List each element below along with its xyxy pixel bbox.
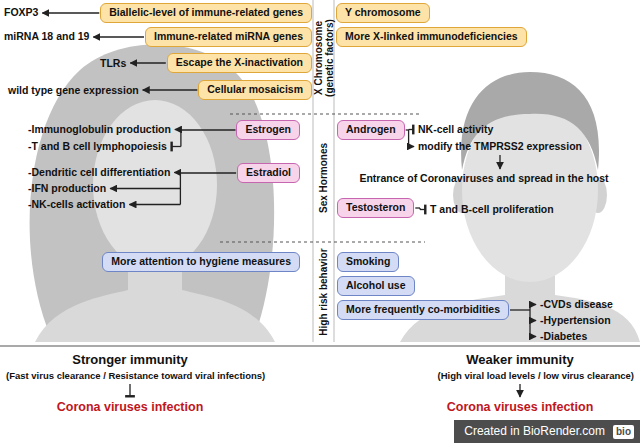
outcome-label: Corona viruses infection (57, 400, 204, 415)
leader-line (499, 155, 500, 169)
leader-line (171, 146, 181, 147)
hormone-box: Testosteron (337, 198, 414, 218)
box-text: Estradiol (246, 166, 291, 178)
leader-line (530, 320, 536, 321)
box-text: Smoking (346, 255, 390, 267)
text-label: -IFN production (28, 182, 106, 195)
text-label: FOXP3 (4, 6, 38, 19)
leader-line (409, 129, 414, 130)
leader-line (129, 384, 130, 397)
text-label: -Diabetes (540, 330, 587, 343)
box-text: Escape the X-inactivation (176, 56, 303, 68)
leader-line (519, 384, 520, 397)
watermark-bar: Created in BioRender.com bio (454, 420, 640, 443)
text-label: (High viral load levels / low virus clea… (438, 370, 634, 382)
behavior-box: More attention to hygiene measures (102, 252, 300, 272)
text-label: (Fast virus clearance / Resistance towar… (6, 370, 265, 382)
box-text: Cellular mosaicism (207, 83, 303, 95)
text-label: -CVDs disease (540, 298, 613, 311)
behavior-box: More frequently co-morbidities (337, 300, 509, 320)
leader-line (93, 36, 144, 37)
box-text: Y chromosome (345, 6, 421, 18)
gene-box: Cellular mosaicism (198, 80, 312, 100)
gene-box: Immune-related miRNA genes (145, 27, 312, 47)
text-label: TLRs (100, 57, 126, 70)
logo-text: bio (613, 425, 634, 439)
box-text: More frequently co-morbidities (346, 303, 500, 315)
text-label: -T and B cell lymphopoiesis (28, 140, 167, 153)
text-label: modify the TMPRSS2 expression (418, 140, 582, 153)
leader-line (130, 204, 181, 205)
box-text: Testosteron (346, 201, 405, 213)
text-label: -Dendritic cell differentiation (28, 166, 170, 179)
hormone-box: Androgen (337, 120, 405, 140)
leader-line (180, 130, 181, 147)
behavior-box: Smoking (337, 252, 399, 272)
leader-line (409, 146, 414, 147)
hormone-box: Estrogen (236, 120, 300, 140)
text-label: wild type gene expression (8, 84, 139, 97)
leader-line (180, 172, 236, 173)
behavior-box: Alcohol use (337, 276, 415, 296)
box-text: More X-linked immunodeficiencies (345, 30, 518, 42)
leader-line (130, 62, 166, 63)
text-label: Stronger immunity (72, 352, 188, 368)
section-label: Sex Hormones (318, 143, 329, 213)
leader-line (530, 336, 536, 337)
text-label: Entrance of Coronaviruses and spread in … (359, 172, 608, 185)
gene-box: More X-linked immunodeficiencies (336, 27, 527, 47)
box-text: Estrogen (245, 123, 291, 135)
text-label: T and B-cell proliferation (430, 203, 554, 216)
text-label: NK-cell activity (418, 123, 493, 136)
text-label: -NK-cells activation (28, 198, 125, 211)
hormone-box: Estradiol (237, 163, 300, 183)
leader-line (530, 304, 536, 305)
text-label: -Immunoglobulin production (28, 123, 171, 136)
box-text: Biallelic-level of immune-related genes (109, 6, 303, 18)
box-text: Alcohol use (346, 279, 406, 291)
leader-line (174, 172, 180, 173)
leader-line (110, 188, 180, 189)
leader-line (415, 207, 420, 208)
section-label: X Chromosome (313, 21, 324, 95)
gene-box: Biallelic-level of immune-related genes (100, 3, 312, 23)
section-label: (genetic factors) (324, 19, 335, 97)
leader-line (42, 12, 99, 13)
leader-line (510, 309, 530, 310)
leader-line (181, 129, 236, 130)
gene-box: Y chromosome (336, 3, 430, 23)
box-text: Androgen (346, 123, 396, 135)
box-text: Immune-related miRNA genes (154, 30, 303, 42)
leader-line (408, 130, 409, 147)
box-text: Created in BioRender.com (464, 424, 605, 438)
text-label: -Hypertension (540, 314, 611, 327)
gene-box: Escape the X-inactivation (167, 53, 312, 73)
leader-line (143, 89, 198, 90)
section-dividers (0, 0, 640, 346)
section-label: High risk behavior (318, 248, 329, 335)
text-label: miRNA 18 and 19 (4, 30, 89, 43)
leader-line (175, 129, 181, 130)
text-label: Weaker immunity (466, 352, 573, 368)
outcome-label: Corona viruses infection (447, 400, 594, 415)
box-text: More attention to hygiene measures (111, 255, 291, 267)
leader-line (420, 209, 426, 210)
